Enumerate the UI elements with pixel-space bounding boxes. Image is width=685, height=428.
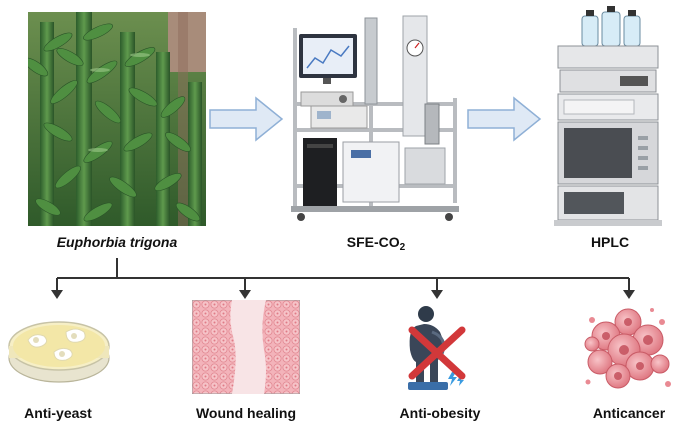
activity-label-anti-yeast: Anti-yeast <box>24 405 92 421</box>
euphorbia-trigona-photo <box>28 12 206 226</box>
hplc-label: HPLC <box>590 234 630 250</box>
activity-label-anticancer: Anticancer <box>592 405 666 421</box>
flow-arrow-icon <box>208 96 284 142</box>
cancer-cells-icon <box>578 300 678 396</box>
plant-label: Euphorbia trigona <box>56 234 178 250</box>
activity-label-anti-obesity: Anti-obesity <box>399 405 481 421</box>
sfe-co2-apparatus <box>285 8 465 228</box>
flow-arrow-icon <box>466 96 542 142</box>
obesity-scale-icon <box>402 300 476 394</box>
wound-tissue-icon <box>192 300 300 394</box>
activity-label-wound-healing: Wound healing <box>195 405 297 421</box>
sfe-co2-label: SFE-CO2 <box>346 234 406 253</box>
petri-dish-icon <box>4 306 114 386</box>
hplc-instrument <box>550 6 670 228</box>
